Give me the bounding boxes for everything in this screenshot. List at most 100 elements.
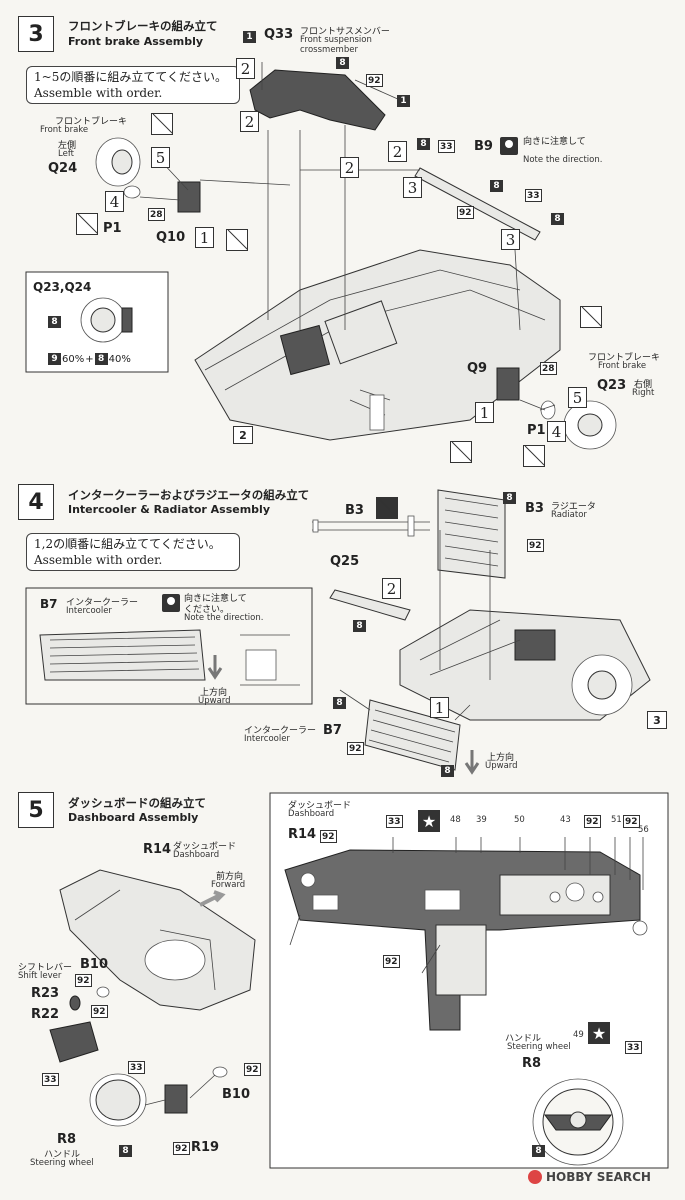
- forward-label-jp: 前方向: [216, 872, 244, 882]
- color-chip-28-right: 28: [540, 362, 557, 375]
- part-b3-left-label: B3: [345, 503, 364, 518]
- part-r14-left-label: R14: [143, 842, 172, 857]
- part-b3-right-label: B3: [525, 501, 544, 516]
- order-note-jp: 1~5の順番に組み立ててください。: [34, 70, 227, 84]
- order-4-right: 4: [547, 421, 566, 442]
- left-brake-label-jp: フロントブレーキ: [55, 117, 128, 127]
- direction4-note-jp: 向きに注意して: [184, 594, 247, 604]
- right-brake-label-en: Front brake: [598, 361, 647, 371]
- part-r8-right-label: R8: [522, 1056, 542, 1071]
- direction4-note-en: Note the direction.: [184, 613, 264, 623]
- crossmember-label-en-2: crossmember: [300, 45, 358, 55]
- color-chip-33-right-wheel: 33: [625, 1041, 642, 1054]
- part-r14-right-label: R14: [288, 827, 317, 842]
- no-cement-icon: [580, 306, 602, 328]
- color-chip-92-hub: 92: [173, 1142, 190, 1155]
- left-brake-label-en: Front brake: [40, 125, 89, 135]
- color-chip-33-dash: 33: [386, 815, 403, 828]
- color-ref-50: 50: [514, 815, 525, 825]
- step-3-diagram: [25, 62, 617, 450]
- direction-note-jp: 向きに注意して: [523, 137, 586, 147]
- part-q10-label: Q10: [156, 230, 186, 245]
- order-1-step4: 1: [430, 697, 449, 718]
- inset-mix-formula: 9 60% + 8 40%: [48, 353, 131, 365]
- color-chip-92-r14: 92: [320, 830, 337, 843]
- handle-right-jp: ハンドル: [505, 1034, 542, 1044]
- color-chip-33-boot: 33: [42, 1073, 59, 1086]
- color-chip-8: 8: [336, 57, 349, 69]
- order-2-mid: 2: [340, 157, 359, 178]
- hobby-search-logo-icon: [528, 1170, 542, 1184]
- order-2-top: 2: [236, 58, 255, 79]
- mix-chip-8: 8: [94, 353, 108, 365]
- watermark-text: HOBBY SEARCH: [546, 1170, 651, 1184]
- color-ref-49: 49: [573, 1030, 584, 1040]
- mix-chip-9: 9: [48, 353, 61, 365]
- no-cement-icon: [523, 445, 545, 467]
- order-1-right: 1: [475, 402, 494, 423]
- mix-plus: +: [85, 353, 94, 365]
- direction4-note-jp2: ください。: [184, 605, 230, 615]
- color-chip-92: 92: [366, 74, 383, 87]
- color-chip-92-dash2: 92: [623, 815, 640, 828]
- part-badge-1-crossmember: 1: [243, 31, 256, 43]
- color-ref-43: 43: [560, 815, 571, 825]
- color-chip-8-right-wheel: 8: [532, 1145, 545, 1157]
- radiator-label-en: Radiator: [551, 510, 587, 520]
- b7-inset-label: B7: [40, 597, 58, 611]
- color-chip-92-knob: 92: [91, 1005, 108, 1018]
- part-q24-label: Q24: [48, 161, 78, 176]
- inset-title: Q23,Q24: [33, 280, 92, 294]
- no-cement-icon: [450, 441, 472, 463]
- crossmember-label-en-1: Front suspension: [300, 35, 372, 45]
- color-chip-33-wheel: 33: [128, 1061, 145, 1074]
- upward-label-jp: 上方向: [200, 688, 228, 698]
- step-4-title-en: Intercooler & Radiator Assembly: [68, 503, 270, 516]
- no-cement-icon: [151, 113, 173, 135]
- shift-lever-en: Shift lever: [18, 971, 62, 981]
- dashboard-left-en: Dashboard: [173, 850, 220, 860]
- left-side-label-jp: 左側: [58, 141, 77, 151]
- order-1-left: 1: [195, 227, 214, 248]
- part-b9-label: B9: [474, 139, 493, 154]
- star-icon: ★: [588, 1022, 610, 1044]
- color-chip-92-b10: 92: [244, 1063, 261, 1076]
- color-chip-8-rod-end: 8: [551, 213, 564, 225]
- step-5-title-en: Dashboard Assembly: [68, 811, 199, 824]
- part-r22-label: R22: [31, 1007, 60, 1022]
- right-brake-label-jp: フロントブレーキ: [588, 353, 661, 363]
- step-4-order-note: 1,2の順番に組み立ててください。 Assemble with order.: [26, 533, 240, 571]
- mix-a-pct: 60%: [62, 353, 85, 365]
- steering-right-en: Steering wheel: [507, 1042, 571, 1052]
- order-5-left: 5: [151, 147, 170, 168]
- dashboard-right-en: Dashboard: [288, 809, 335, 819]
- color-ref-48: 48: [450, 815, 461, 825]
- part-r8-left-label: R8: [57, 1132, 77, 1147]
- order-3-right: 3: [501, 229, 520, 250]
- order-note-en: Assemble with order.: [34, 86, 163, 100]
- color-chip-8-q25: 8: [353, 620, 366, 632]
- color-chip-8-radiator: 8: [503, 492, 516, 504]
- shift-lever-jp: シフトレバー: [18, 963, 73, 973]
- step-5-title-jp: ダッシュボードの組み立て: [68, 796, 206, 810]
- color-ref-39: 39: [476, 815, 487, 825]
- steering-left-en: Steering wheel: [30, 1158, 94, 1168]
- dashboard-right-jp: ダッシュボード: [288, 801, 352, 811]
- part-q23-label: Q23: [597, 378, 627, 393]
- order-4-left: 4: [105, 191, 124, 212]
- no-cement-icon: [76, 213, 98, 235]
- color-chip-92-console: 92: [383, 955, 400, 968]
- right-side-label-jp: 右側: [634, 380, 653, 390]
- step-5-diagram: [49, 792, 669, 1169]
- part-q33-label: Q33: [264, 27, 294, 42]
- no-cement-icon: [226, 229, 248, 251]
- step-5-number: 5: [18, 792, 54, 828]
- step-4-diagram: [25, 489, 651, 775]
- upward-label-en: Upward: [198, 696, 231, 706]
- handle-left-jp: ハンドル: [44, 1150, 81, 1160]
- part-r23-label: R23: [31, 986, 60, 1001]
- color-ref-56: 56: [638, 825, 649, 835]
- color-chip-92-rod: 92: [457, 206, 474, 219]
- no-cement-icon: [376, 497, 398, 519]
- step-4-number: 4: [18, 484, 54, 520]
